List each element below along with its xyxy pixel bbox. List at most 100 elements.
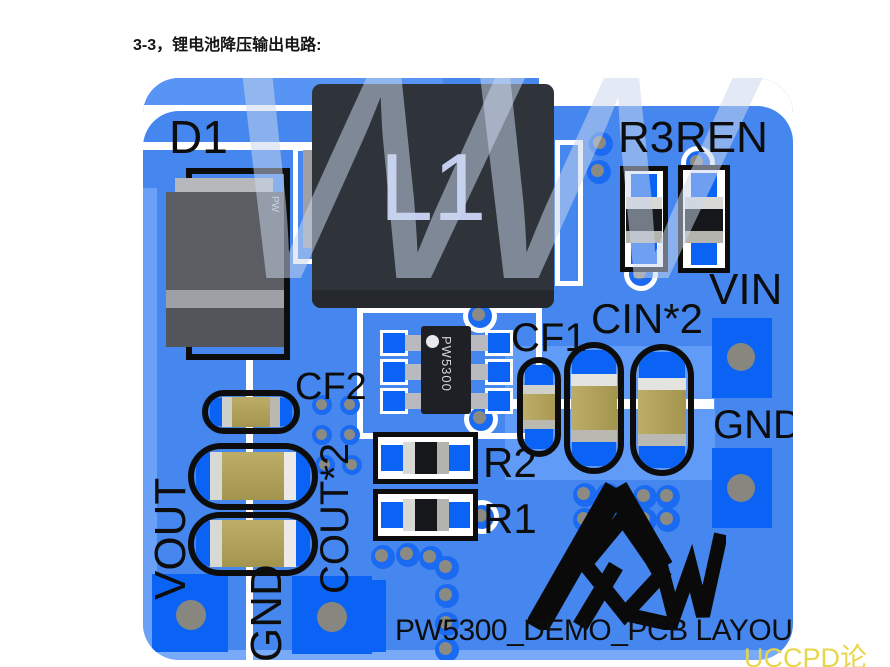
cap-end [437,499,449,531]
label-vout: VOUT [146,477,195,600]
vin-pad-hole [727,343,755,371]
cap-end [571,430,617,442]
ic-lead [405,393,422,409]
cap-end [403,442,415,474]
ic-pad [383,362,405,382]
ic-lead [405,364,422,380]
via [315,455,335,475]
via [656,485,680,509]
via [435,638,459,660]
r2-resistor [373,432,478,484]
pad [448,445,470,471]
cap-body [638,390,686,434]
ic-lead [471,335,488,351]
pw5300-ic: PW5300 [421,326,471,414]
silk-line-under-d1 [143,142,335,150]
ic-marking: PW5300 [439,336,454,392]
pcb-board: PW L1 PW5300 [143,78,793,660]
via [371,545,395,569]
cap-end [222,397,232,427]
ic-pad [488,333,510,353]
label-d1: D1 [169,111,228,163]
l1-silk-bracket-right [555,140,583,286]
label-vin: VIN [709,265,783,314]
cout-capacitor-2 [188,512,318,576]
res-body [685,209,723,231]
cap-end [626,231,662,243]
d1-body [166,192,284,290]
l1-terminal-left [303,150,313,248]
ic-pad [488,391,510,411]
cap-body [571,386,617,430]
bottom-edge-trace [143,650,793,660]
label-r3: R3 [618,113,675,162]
label-cout: COUT*2 [313,442,357,594]
d1-marking: PW [269,196,280,213]
ic-pad [383,391,405,411]
ren-resistor [678,165,730,273]
d1-band [166,290,284,308]
r1-resistor [373,489,478,541]
via [312,425,332,445]
ic-lead [405,335,422,351]
gnd-pad-bottom-hole [317,602,347,632]
cap-body [232,397,270,427]
cap-end [638,434,686,446]
cout-capacitor-1 [188,443,318,510]
ic-lead [471,393,488,409]
cap-end [685,231,723,243]
via [587,160,611,184]
via [589,132,613,156]
via [340,395,360,415]
cap-end [437,442,449,474]
label-cf1: CF1 [511,316,587,360]
vout-pad-bottom-hole [176,600,206,630]
ic-pad [383,333,405,353]
via [342,455,362,475]
brand-logo [528,482,726,630]
cin-capacitor-2 [630,344,694,476]
res-body [415,442,437,474]
trace-bar-bottom [368,580,386,652]
cf2-capacitor [202,390,300,434]
pad [381,502,403,528]
gnd-pad-right-hole [727,474,755,502]
via [656,508,680,532]
label-gnd-bottom: GND [242,564,291,660]
cap-end [270,397,280,427]
corner-white-tr [539,78,793,106]
ic-pad [488,362,510,382]
res-body [626,209,662,231]
cap-end [685,197,723,209]
forum-watermark: UCCPD论坛 [744,643,868,667]
cap-end [571,374,617,386]
left-edge-trace [143,188,157,650]
cap-end [210,520,222,567]
cap-end [638,378,686,390]
res-body [415,499,437,531]
ic-pin1-dot [426,335,439,348]
cap-end [523,420,555,429]
via [435,556,459,580]
cap-end [284,520,296,567]
label-ren: REN [675,113,768,162]
via [573,483,597,507]
cin-capacitor-1 [564,342,624,474]
cap-end [626,197,662,209]
label-r2: R2 [483,439,537,486]
cap-body [222,520,284,567]
board-top-slit [143,105,443,111]
label-r1: R1 [483,495,537,542]
label-cf2: CF2 [295,366,367,408]
r3-resistor [620,166,668,272]
pad [631,240,657,264]
l1-bottom-lip [312,290,554,308]
l1-marking: L1 [379,134,487,241]
pad [381,445,403,471]
pad [631,174,657,198]
section-heading: 3-3，锂电池降压输出电路: [133,37,322,54]
cap-body [222,452,284,500]
silk-vline-caps [246,360,253,660]
l1-inductor: L1 [312,84,554,308]
